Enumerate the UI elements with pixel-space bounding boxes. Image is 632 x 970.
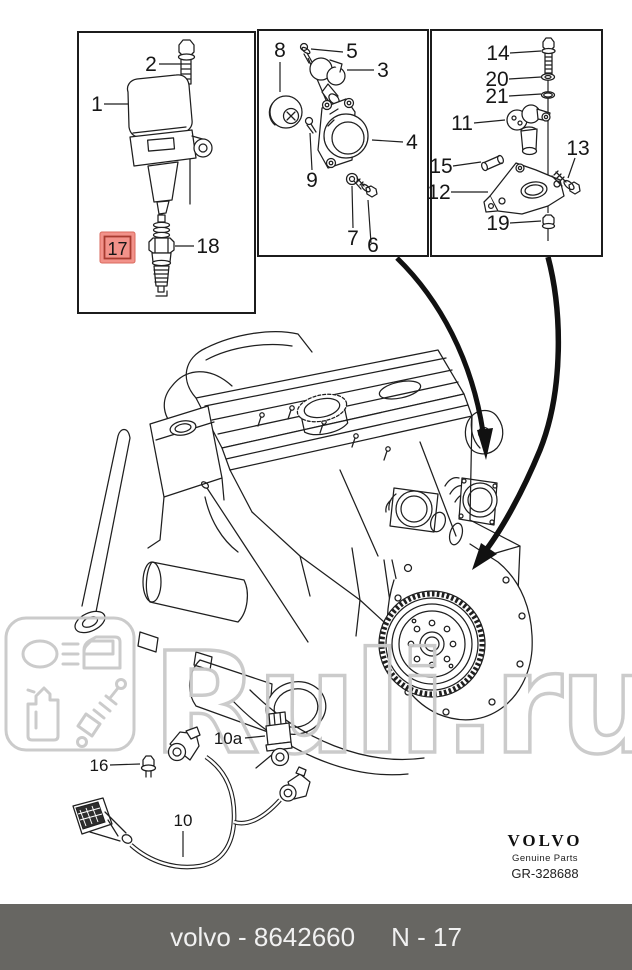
watermark: Ruli.ru [4, 616, 632, 788]
callout-7: 7 [347, 227, 359, 250]
callout-16: 16 [90, 756, 109, 775]
bracket-inset-box: 14 20 21 11 15 12 13 19 [427, 29, 603, 257]
callout-13: 13 [566, 137, 589, 160]
callout-17: 17 [107, 239, 127, 259]
callout-12: 12 [427, 181, 450, 204]
bolt-16-drawing [140, 755, 157, 778]
watermark-text: Ruli.ru [152, 623, 632, 786]
callout-14: 14 [486, 42, 510, 65]
footer-page-ref: N - 17 [391, 921, 462, 952]
engine-illustration [74, 331, 533, 776]
sensors-inset-box: 8 5 3 9 4 7 6 [257, 29, 429, 257]
car-door-icon [82, 635, 122, 670]
callout-18: 18 [196, 235, 219, 258]
footer-part-number: volvo - 8642660 [170, 921, 356, 952]
callout-arrows [395, 256, 562, 570]
callout-2: 2 [145, 53, 157, 76]
callout-3: 3 [377, 59, 389, 82]
volvo-logo: VOLVO [507, 831, 583, 850]
callout-5: 5 [346, 40, 358, 63]
knock-sensor-drawing [167, 726, 201, 762]
callout-6: 6 [367, 234, 379, 257]
arrow-down-icon [477, 428, 493, 460]
callout-4: 4 [406, 131, 418, 154]
callout-20: 20 [485, 68, 508, 91]
bottom-callouts: 16 10a 10 [90, 729, 266, 857]
callout-11: 11 [451, 112, 473, 135]
callout-15: 15 [429, 155, 452, 178]
oil-canister-icon [26, 686, 60, 742]
footer-bar: volvo - 8642660 N - 17 [0, 904, 632, 970]
highlighted-callout-17: 17 [99, 231, 136, 264]
callout-9: 9 [306, 169, 318, 192]
brand-subtitle: Genuine Parts [512, 853, 578, 864]
callout-1: 1 [91, 93, 103, 116]
watermark-icon-panel [4, 616, 136, 752]
callout-8: 8 [274, 39, 286, 62]
headlight-icon [21, 639, 80, 669]
callout-10a: 10a [214, 729, 243, 748]
spark-plug-drawing [148, 214, 175, 297]
callout-21: 21 [485, 85, 508, 108]
brand-reference: GR-328688 [511, 866, 579, 881]
callout-10: 10 [174, 811, 193, 830]
brand-stamp: VOLVO Genuine Parts GR-328688 [478, 831, 612, 881]
callout-19: 19 [486, 212, 509, 235]
knock-sensor-10a-drawing [255, 711, 293, 769]
arrow-down-left-icon [472, 543, 497, 570]
knock-sensor-2-drawing [279, 766, 311, 802]
harness-illustration [72, 711, 311, 870]
coil-inset-box: 17 1 2 18 [77, 31, 256, 314]
shock-absorber-icon [76, 678, 127, 748]
